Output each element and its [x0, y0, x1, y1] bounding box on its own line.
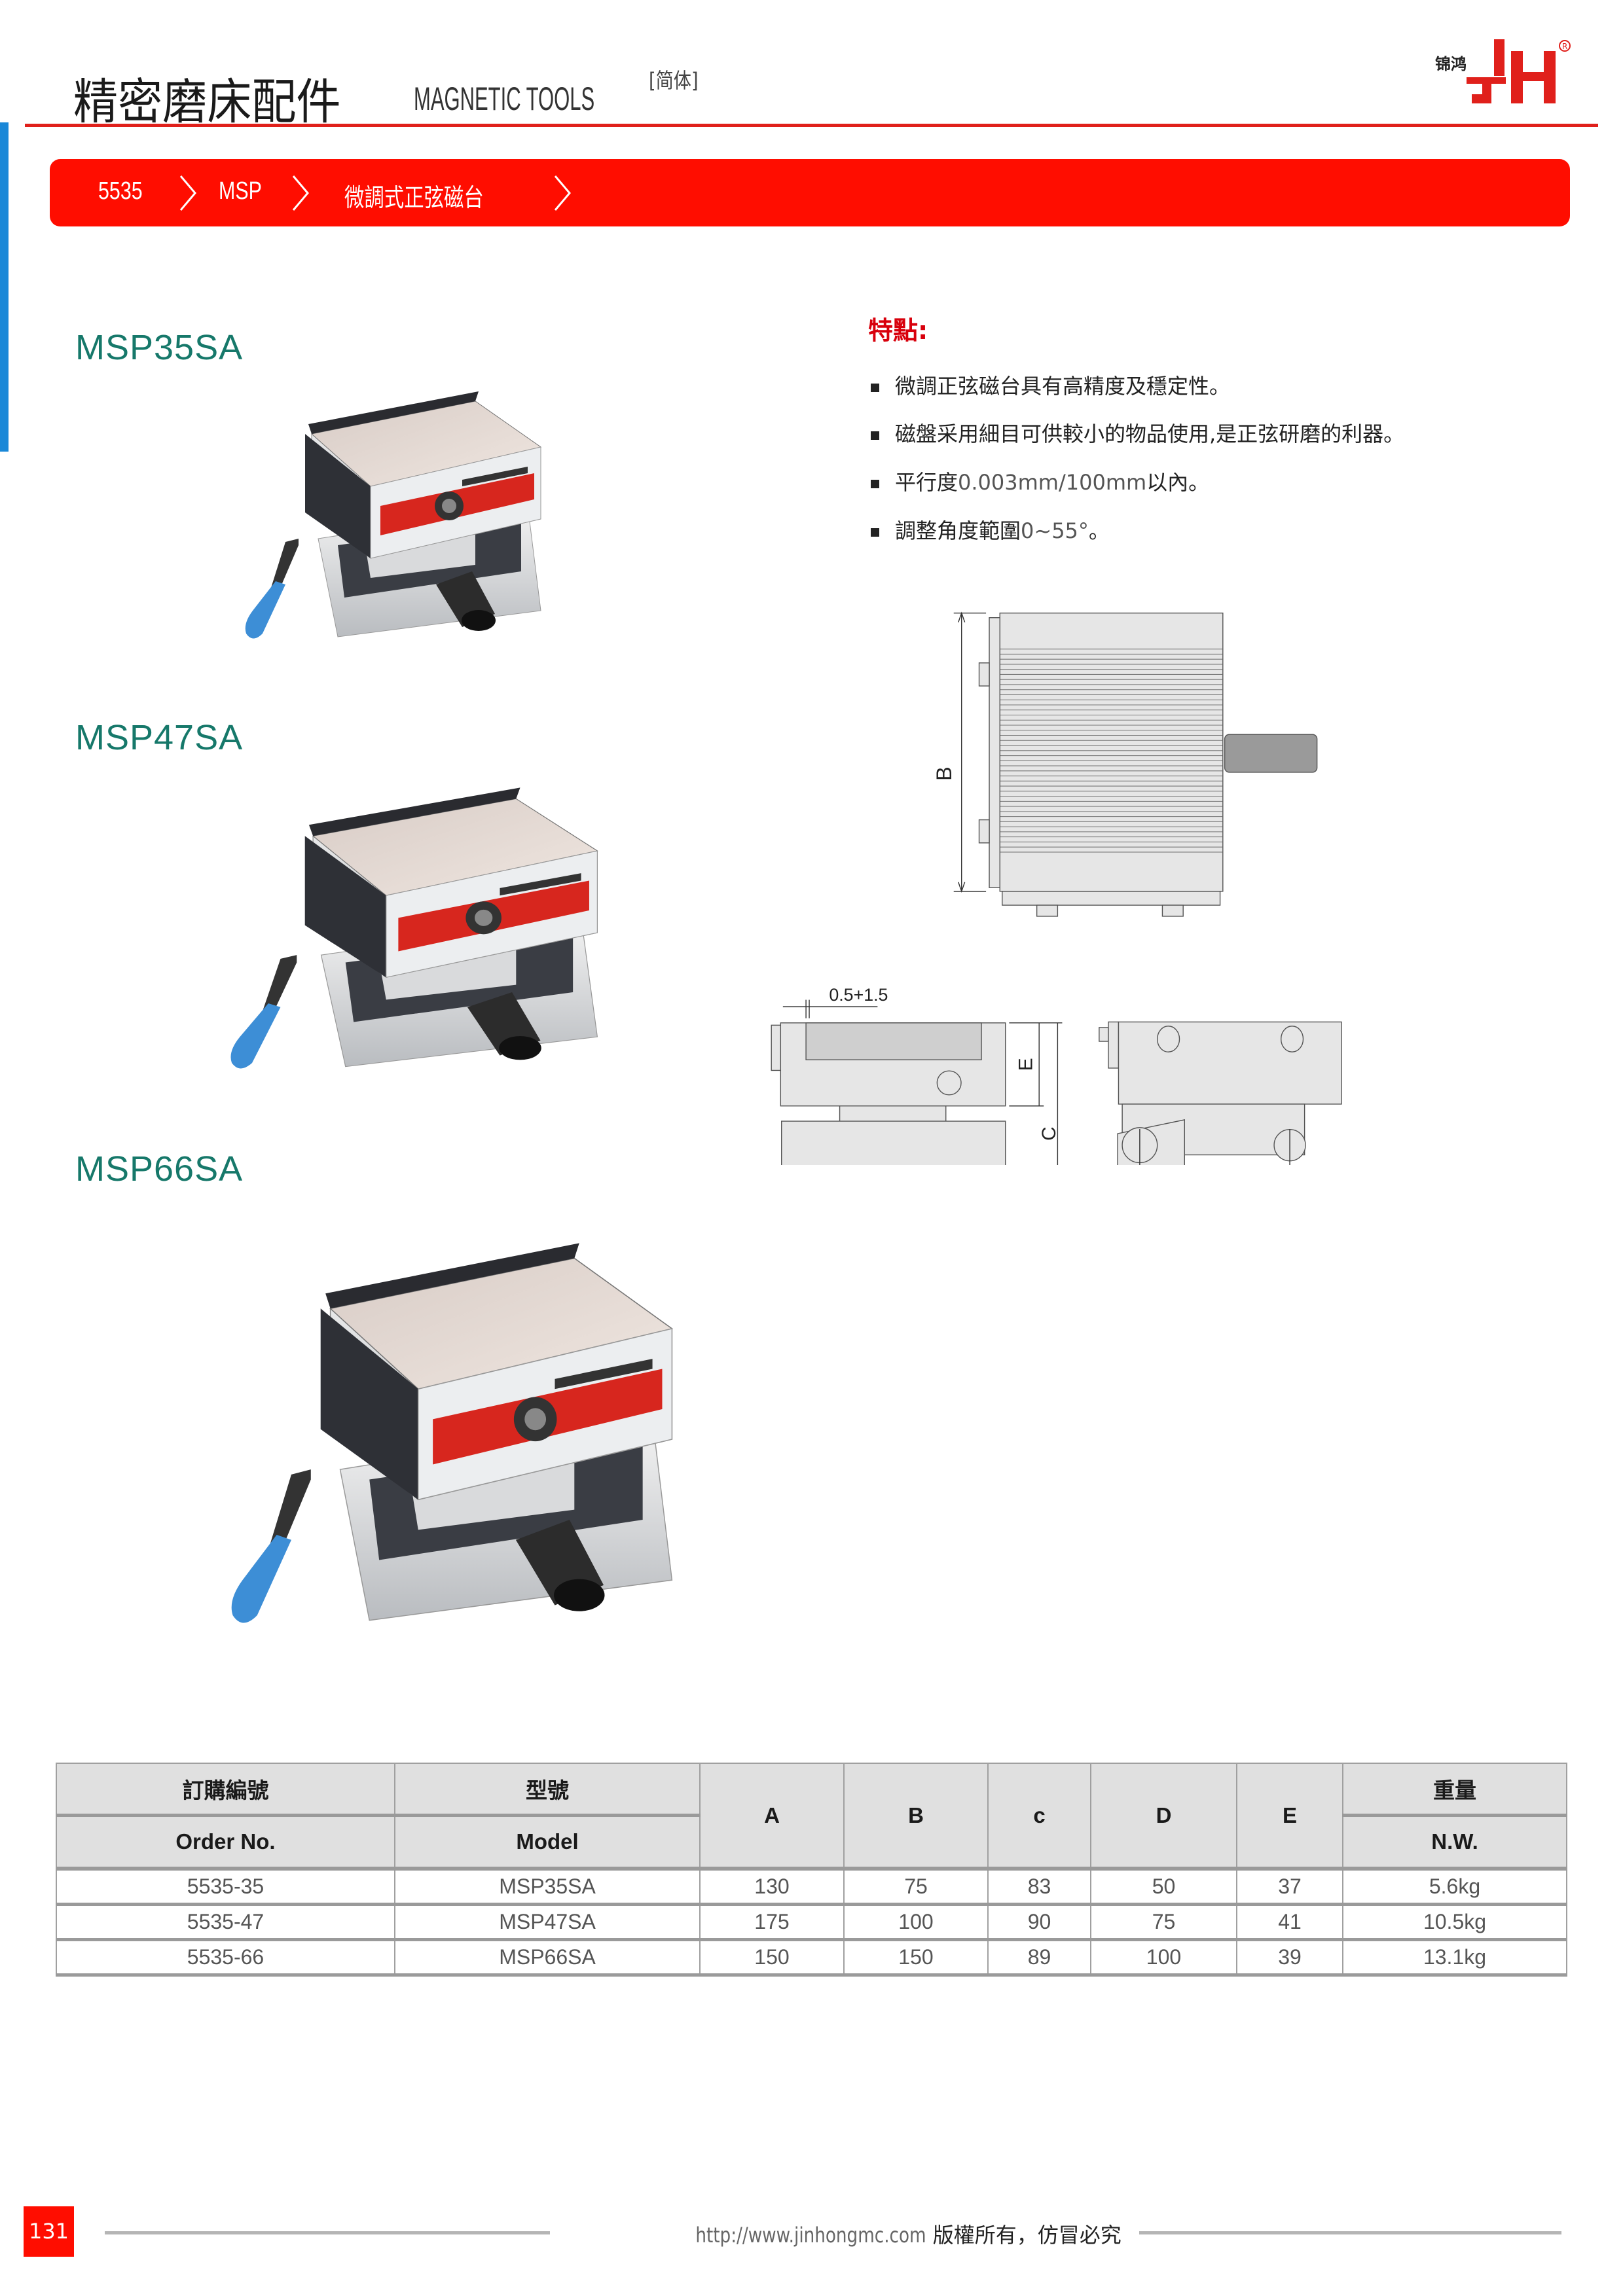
breadcrumb: 5535 MSP 微調式正弦磁台	[50, 159, 1570, 226]
page-title: 精密磨床配件	[73, 74, 341, 130]
table-cell: 75	[1090, 1903, 1237, 1941]
table-cell: 83	[987, 1868, 1091, 1906]
product-image-msp66sa	[184, 1218, 711, 1630]
table-cell: MSP35SA	[394, 1868, 701, 1906]
chevron-right-icon	[554, 175, 571, 211]
product-image-msp35sa	[213, 375, 567, 643]
dimension-drawing: B 0.5+1.5 A E C D B	[771, 611, 1342, 1165]
section-marker	[0, 122, 9, 452]
table-cell: 5.6kg	[1342, 1868, 1567, 1906]
dim-label-e: E	[1015, 1058, 1037, 1071]
footer-divider	[105, 2231, 550, 2234]
page-number: 131	[24, 2206, 74, 2257]
table-cell: 37	[1236, 1868, 1343, 1906]
breadcrumb-item-msp[interactable]: MSP	[219, 177, 262, 205]
header-model: Model	[394, 1814, 701, 1871]
header-dim-a: A	[699, 1763, 845, 1871]
feature-item: 磁盤采用細目可供較小的物品使用,是正弦研磨的利器。	[871, 418, 1558, 448]
table-cell: MSP66SA	[394, 1939, 701, 1977]
header-dim-b: B	[843, 1763, 989, 1871]
svg-text:锦鸿: 锦鸿	[1435, 55, 1467, 73]
features-heading: 特點:	[868, 316, 928, 345]
product-image-msp47sa	[191, 769, 630, 1074]
top-view-body	[999, 612, 1224, 892]
table-cell: 75	[843, 1868, 989, 1906]
chevron-right-icon	[179, 175, 196, 211]
page-subtitle: MAGNETIC TOOLS	[414, 81, 595, 117]
brand-logo: 锦鸿 R	[1435, 39, 1571, 103]
table-cell: 13.1kg	[1342, 1939, 1567, 1977]
header-weight: N.W.	[1342, 1814, 1567, 1871]
bullet-icon	[871, 479, 879, 488]
product-model-label: MSP66SA	[75, 1149, 244, 1189]
table-cell: MSP47SA	[394, 1903, 701, 1941]
chevron-right-icon	[292, 175, 309, 211]
feature-item: 平行度0.003mm/100mm以內。	[871, 466, 1558, 496]
table-cell: 150	[843, 1939, 989, 1977]
spec-table: 訂購編號 型號 A B c D E 重量 Order No. Model N.W…	[56, 1763, 1567, 1977]
feature-item: 調整角度範圍0~55°。	[871, 514, 1558, 545]
header-dim-c: c	[987, 1763, 1091, 1871]
bullet-icon	[871, 431, 879, 440]
footer-divider	[1139, 2231, 1561, 2234]
table-cell: 89	[987, 1939, 1091, 1977]
bullet-icon	[871, 528, 879, 537]
table-cell: 130	[699, 1868, 845, 1906]
table-cell: 175	[699, 1903, 845, 1941]
feature-item: 微調正弦磁台具有高精度及穩定性。	[871, 370, 1558, 400]
table-cell: 100	[843, 1903, 989, 1941]
product-model-label: MSP35SA	[75, 328, 244, 367]
header-order-no: Order No.	[56, 1814, 395, 1871]
footer-text: http://www.jinhongmc.com 版權所有，仿冒必究	[645, 2219, 1122, 2249]
table-cell: 50	[1090, 1868, 1237, 1906]
dim-label-gap: 0.5+1.5	[829, 985, 888, 1005]
simplified-chinese-link[interactable]: [简体]	[649, 68, 699, 93]
side-plate	[989, 617, 1001, 888]
table-cell: 39	[1236, 1939, 1343, 1977]
header-order-no-zh: 訂購編號	[56, 1763, 395, 1817]
table-cell: 90	[987, 1903, 1091, 1941]
breadcrumb-item-5535[interactable]: 5535	[98, 177, 143, 205]
header-dim-d: D	[1090, 1763, 1237, 1871]
table-cell: 100	[1090, 1939, 1237, 1977]
product-model-label: MSP47SA	[75, 718, 244, 757]
svg-text:R: R	[1562, 42, 1567, 51]
table-cell: 10.5kg	[1342, 1903, 1567, 1941]
table-cell: 5535-66	[56, 1939, 395, 1977]
table-cell: 150	[699, 1939, 845, 1977]
header-model-zh: 型號	[394, 1763, 701, 1817]
header-dim-e: E	[1236, 1763, 1343, 1871]
header-weight-zh: 重量	[1342, 1763, 1567, 1817]
breadcrumb-item-current[interactable]: 微調式正弦磁台	[344, 185, 484, 212]
bullet-icon	[871, 383, 879, 392]
table-cell: 5535-47	[56, 1903, 395, 1941]
dim-label-c: C	[1038, 1126, 1060, 1140]
website-link[interactable]: http://www.jinhongmc.com	[695, 2223, 926, 2248]
copyright-notice: 版權所有，仿冒必究	[932, 2223, 1122, 2248]
table-cell: 41	[1236, 1903, 1343, 1941]
header-divider	[25, 124, 1598, 127]
table-cell: 5535-35	[56, 1868, 395, 1906]
dim-label-b: B	[932, 766, 956, 781]
